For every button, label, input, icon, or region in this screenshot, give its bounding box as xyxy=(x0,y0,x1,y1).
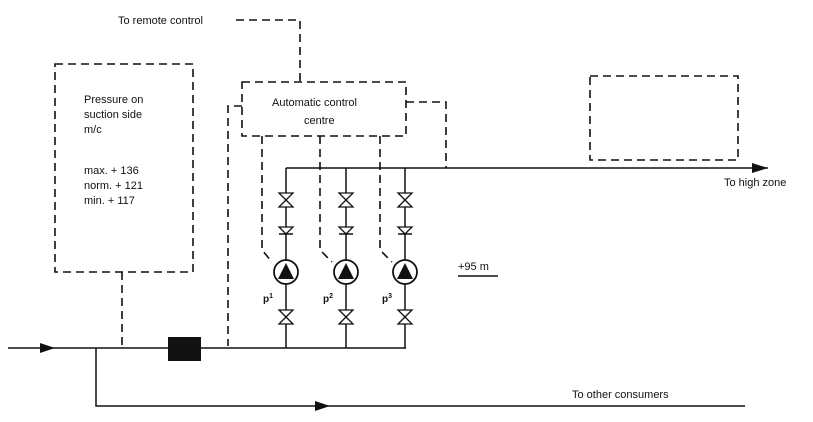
pump-label: p2 xyxy=(323,293,333,305)
gate-valve-icon xyxy=(277,192,295,208)
meter-block xyxy=(168,337,201,361)
pump-label: p3 xyxy=(382,293,392,305)
pressure-box xyxy=(54,63,194,273)
pump-label: p1 xyxy=(263,293,273,305)
control-lines xyxy=(54,19,739,346)
signal-line-left xyxy=(227,105,242,346)
high-zone-arrow xyxy=(752,163,768,173)
consumers-flow-arrow xyxy=(315,401,330,411)
pump-triangle-icon xyxy=(278,263,294,279)
control-centre-label-1: Automatic control xyxy=(272,97,357,109)
pressure-min-value: min. + 117 xyxy=(84,195,135,207)
inlet-flow-arrow xyxy=(40,343,55,353)
signal-line-right xyxy=(406,101,447,168)
pump2-control-line xyxy=(319,136,333,263)
high-zone-label: To high zone xyxy=(724,177,786,189)
gate-valve-icon xyxy=(337,309,355,325)
pump-branch-3: p3 xyxy=(382,192,418,325)
remote-box xyxy=(589,75,739,161)
gate-valve-icon xyxy=(337,192,355,208)
control-centre-label-2: centre xyxy=(304,115,335,127)
remote-control-label: To remote control xyxy=(118,15,203,27)
pressure-max-value: max. + 136 xyxy=(84,165,139,177)
other-consumers-label: To other consumers xyxy=(572,389,669,401)
gate-valve-icon xyxy=(396,192,414,208)
gate-valve-icon xyxy=(277,309,295,325)
other-consumers-pipe xyxy=(95,348,745,407)
pump-branch-1: p1 xyxy=(263,192,299,325)
control-centre-box xyxy=(241,81,407,137)
pump1-control-line xyxy=(261,136,273,263)
pressure-label-3: m/c xyxy=(84,124,102,136)
pump-triangle-icon xyxy=(338,263,354,279)
check-valve-icon xyxy=(277,226,295,235)
pressure-label-2: suction side xyxy=(84,109,142,121)
pressure-norm-value: norm. + 121 xyxy=(84,180,143,192)
check-valve-icon xyxy=(337,226,355,235)
elevation-label: +95 m xyxy=(458,261,489,273)
check-valve-icon xyxy=(396,226,414,235)
gate-valve-icon xyxy=(396,309,414,325)
pump-branch-2: p2 xyxy=(323,192,359,325)
pump-triangle-icon xyxy=(397,263,413,279)
pressure-label-1: Pressure on xyxy=(84,94,143,106)
pump3-control-line xyxy=(379,136,393,263)
remote-control-line xyxy=(236,19,301,82)
